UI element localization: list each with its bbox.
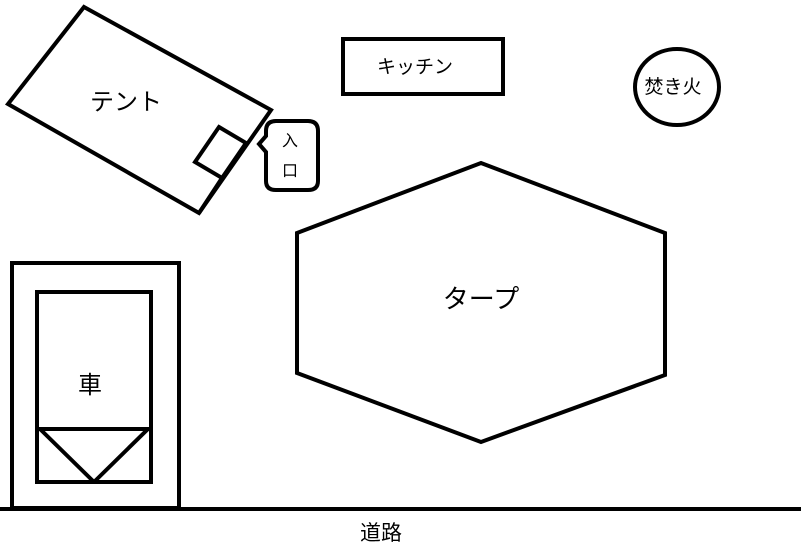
road-label: 道路	[360, 521, 402, 545]
road: 道路	[0, 507, 801, 545]
tarp: タープ	[295, 160, 667, 445]
entrance-label-top: 入	[282, 131, 298, 150]
tent-label: テント	[90, 88, 162, 116]
tent-door-line	[197, 176, 224, 215]
entrance: 入 口	[256, 119, 320, 192]
entrance-label-bottom: 口	[282, 161, 298, 180]
car-front-left-line	[38, 427, 96, 484]
car-label: 車	[78, 371, 102, 399]
car-parking: 車	[10, 261, 181, 510]
tent: テント	[4, 4, 274, 216]
kitchen-label: キッチン	[377, 56, 453, 78]
car-front-right-line	[92, 427, 150, 484]
campfire-outline	[633, 47, 721, 127]
kitchen-outline	[341, 37, 505, 96]
tarp-outline	[295, 160, 667, 445]
campfire: 焚き火	[633, 47, 721, 127]
entrance-outline	[256, 119, 320, 192]
campfire-label: 焚き火	[644, 76, 701, 98]
tarp-label: タープ	[443, 285, 519, 315]
kitchen: キッチン	[341, 37, 505, 96]
